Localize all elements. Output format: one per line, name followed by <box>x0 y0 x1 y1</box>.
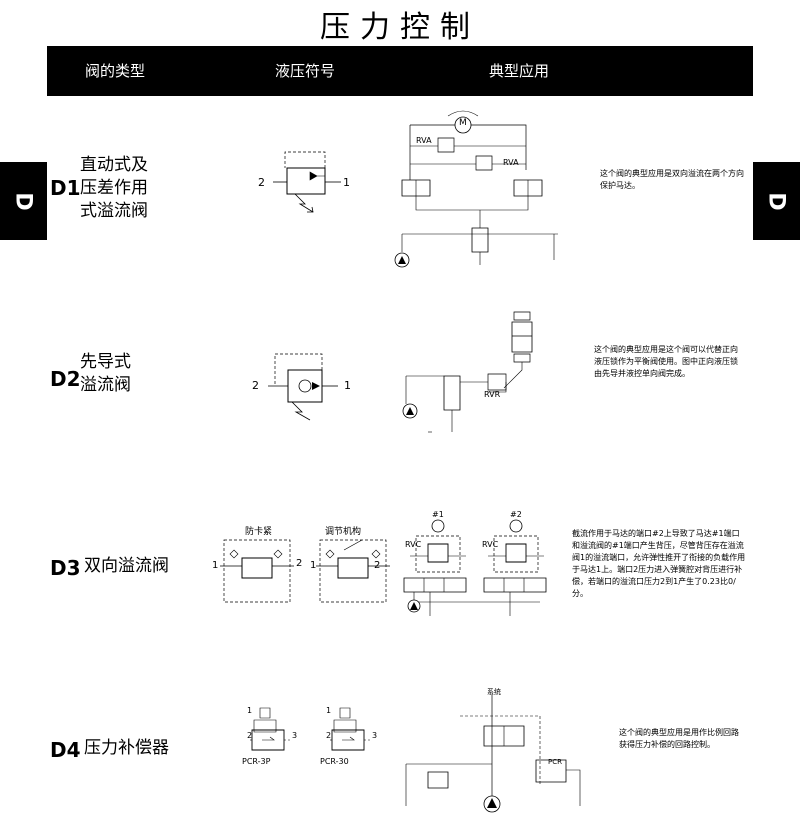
row-code: D2 <box>50 367 81 391</box>
port-label-left: 2 <box>258 176 265 189</box>
port-label: 3 <box>292 731 298 740</box>
row-name: 双向溢流阀 <box>84 556 169 576</box>
page-title: 压力控制 <box>320 10 480 45</box>
pump-label: #2 <box>510 510 522 519</box>
port-label-right: 2 <box>374 560 381 571</box>
port-label: 1 <box>247 706 253 715</box>
row-code: D4 <box>50 738 81 762</box>
row-name: 直动式及 压差作用 式溢流阀 <box>80 155 148 221</box>
application-description: 截流作用于马达的端口#2上导致了马达#1端口和溢流阀的#1端口产生背压，尽管背压… <box>572 529 746 598</box>
motor-label: M <box>459 118 467 128</box>
header-typical-application: 典型应用 <box>489 62 550 80</box>
valve-label: RVA <box>503 158 519 167</box>
pump-label: #1 <box>432 510 444 519</box>
row-name: 压力补偿器 <box>84 738 169 758</box>
row-name: 先导式 溢流阀 <box>80 352 131 395</box>
application-description: 这个阀的典型应用是双向溢流在两个方向保护马达。 <box>600 169 744 190</box>
port-label: 3 <box>372 731 378 740</box>
valve-label: RVC <box>405 540 422 549</box>
port-label-right: 1 <box>344 379 351 392</box>
port-label: 2 <box>247 731 253 740</box>
row-code: D3 <box>50 556 81 580</box>
d4-application-circuit <box>400 694 586 814</box>
section-tab-left: D <box>0 162 47 240</box>
relief-valve-symbol <box>265 146 345 216</box>
pressure-compensator-symbols <box>250 706 380 756</box>
port-label-right: 2 <box>296 558 303 569</box>
pilot-relief-valve-symbol <box>260 352 340 422</box>
system-label: 系统 <box>487 688 501 696</box>
d3-application-circuit <box>400 516 560 620</box>
port-label: 2 <box>326 731 332 740</box>
port-label-left: 1 <box>310 560 317 571</box>
application-description: 这个阀的典型应用是用作比例回路获得压力补偿的回路控制。 <box>619 728 739 749</box>
d2-application-circuit <box>404 310 544 438</box>
port-label-left: 1 <box>212 560 219 571</box>
model-label: PCR-30 <box>320 757 349 766</box>
model-label: PCR-3P <box>242 757 271 766</box>
valve-label: RVA <box>416 136 432 145</box>
valve-label: RVR <box>484 390 501 399</box>
header-valve-type: 阀的类型 <box>85 62 146 80</box>
adjust-mechanism-label: 调节机构 <box>325 527 362 537</box>
table-header: 阀的类型 液压符号 典型应用 <box>47 46 753 96</box>
d1-application-circuit <box>396 110 561 270</box>
row-code: D1 <box>50 176 81 200</box>
valve-label: PCR <box>548 758 562 766</box>
port-label: 1 <box>326 706 332 715</box>
application-description: 这个阀的典型应用是这个阀可以代替正向液压锁作为平衡阀使用。图中正向液压锁由先导并… <box>594 345 738 378</box>
port-label-right: 1 <box>343 176 350 189</box>
anti-stick-label: 防卡紧 <box>245 527 273 537</box>
section-tab-right: D <box>753 162 800 240</box>
port-label-left: 2 <box>252 379 259 392</box>
dual-relief-valve-symbols <box>220 536 390 608</box>
valve-label: RVC <box>482 540 499 549</box>
header-hydraulic-symbol: 液压符号 <box>275 62 336 80</box>
